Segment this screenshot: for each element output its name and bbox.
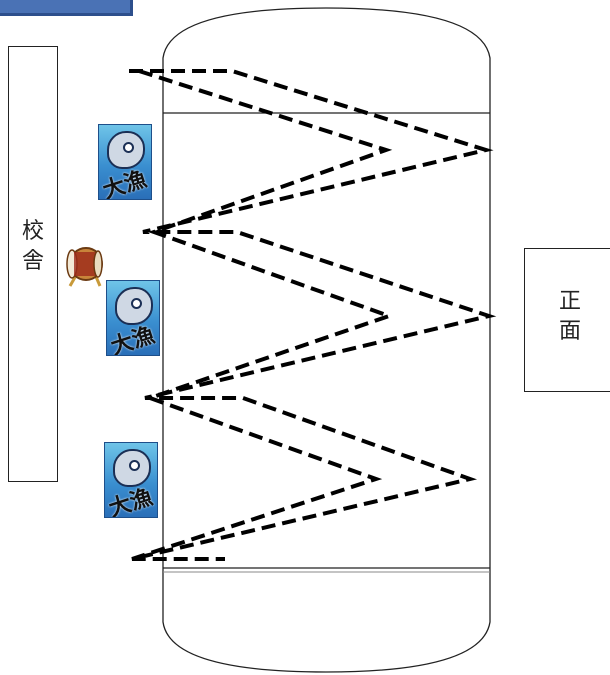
flag-text: 大漁 [106,484,156,518]
field-outline [162,7,491,673]
route-segment-1 [129,69,497,561]
school-building-label: 校 舎 [9,217,57,277]
tairyo-flag-icon: 大漁 [106,280,160,356]
fish-icon [107,131,145,169]
tairyo-flag-icon: 大漁 [104,442,158,518]
route-segment-2 [131,69,396,561]
front-label: 正 面 [525,287,610,347]
front-char-1: 正 [558,289,581,314]
fish-icon [115,287,153,325]
front-char-2: 面 [558,319,581,344]
front-box: 正 面 [524,248,610,392]
school-building-char-2: 舎 [21,249,44,274]
flag-text: 大漁 [108,322,158,356]
flag-text: 大漁 [100,166,150,200]
corner-tab [0,0,133,16]
taiko-drum-icon [66,247,103,287]
fish-icon [113,449,151,487]
tairyo-flag-icon: 大漁 [98,124,152,200]
school-building-char-1: 校 [21,219,44,244]
school-building-box: 校 舎 [8,46,58,482]
